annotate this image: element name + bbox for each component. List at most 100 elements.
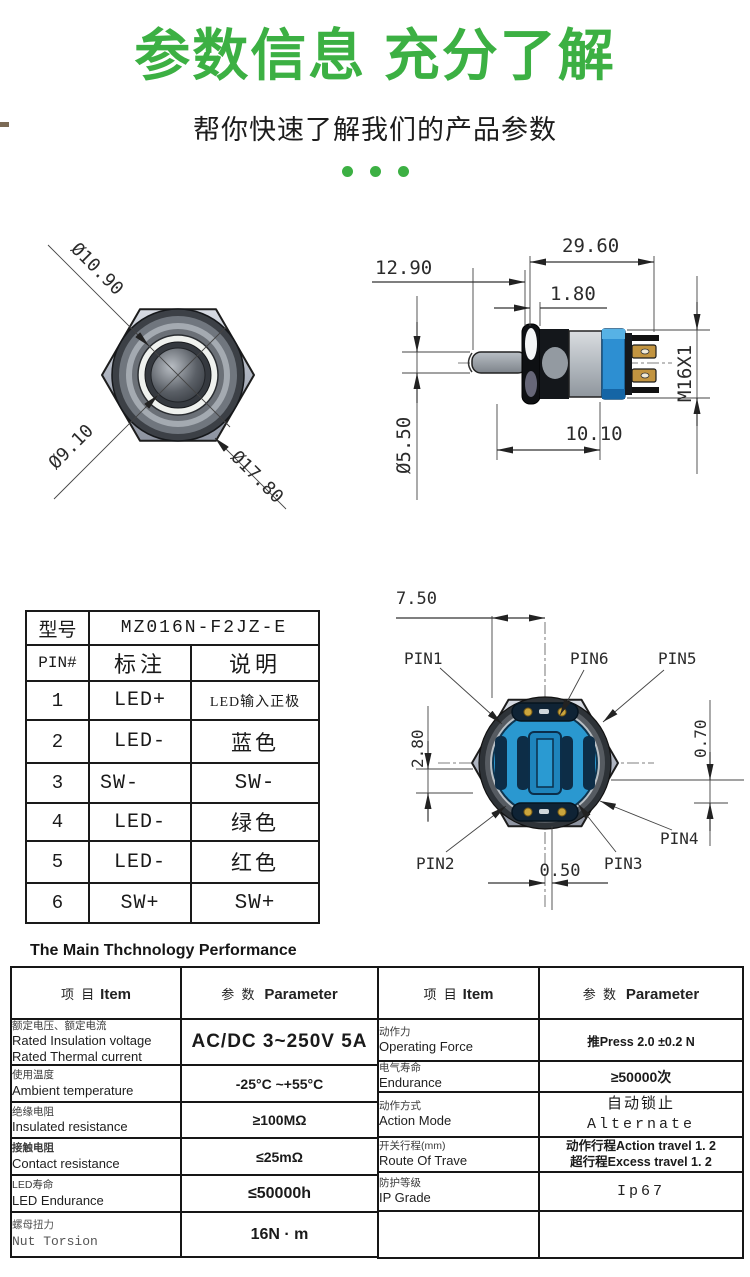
pin-desc: 绿色 [190,802,320,842]
spec-value-empty [538,1209,744,1259]
spec-item: 接触电阻 Contact resistance [10,1137,182,1177]
spec-value: 自动锁止 Alternate [538,1091,744,1138]
pin-mark: LED- [88,840,192,884]
table-row: 型号 MZ016N-F2JZ-E [25,610,320,646]
spec-item-empty [377,1209,540,1259]
table-row: 防护等级 IP Grade Ip67 [377,1170,744,1212]
side-dimension-lines: 12.90 29.60 1.80 Ø5.50 10.10 M16X1 [372,235,710,500]
table-row: PIN# 标注 说明 [25,644,320,682]
spec-table: 项 目 Item 参 数 Parameter 额定电压、额定电流 Rated I… [10,966,744,1259]
pin-callout-label: PIN2 [416,854,455,873]
pin-callout-label: PIN5 [658,649,697,668]
dim-label: 1.80 [550,283,596,305]
spec-value: ≥50000次 [538,1060,744,1093]
pin-callout-label: PIN3 [604,854,643,873]
dot-icon [397,166,409,177]
bottom-dimension-lines: 7.50 2.80 0.70 0.50 [396,589,744,910]
pin-desc: 红色 [190,840,320,884]
spec-item: 电气寿命 Endurance [377,1060,540,1093]
table-row: 6 SW+ SW+ [25,882,320,924]
hex-nut-bottom [471,696,619,830]
spec-item: 动作方式 Action Mode [377,1091,540,1138]
dim-label: Ø10.90 [66,239,127,300]
col-header-desc: 说明 [190,644,320,682]
pin-desc: 蓝色 [190,719,320,764]
switch-body-side [467,323,659,405]
bottom-view-drawing: 7.50 2.80 0.70 0.50 PIN1 PIN6 PIN5 PIN4 … [396,589,744,910]
model-label: 型号 [25,610,90,646]
spec-item: 绝缘电阻 Insulated resistance [10,1101,182,1140]
pin-number: 5 [25,840,90,884]
table-row: 1 LED+ LED输入正极 [25,680,320,721]
header-parameter: 参 数 Parameter [180,966,379,1020]
table-row: 2 LED- 蓝色 [25,719,320,764]
spec-value: 16N · m [180,1211,379,1259]
table-row: 3 SW- SW- [25,762,320,804]
dot-icon [341,166,353,177]
spec-item: 螺母扭力 Nut Torsion [10,1211,182,1259]
table-row: 动作方式 Action Mode 自动锁止 Alternate [377,1091,744,1138]
pin-desc: SW+ [190,882,320,924]
dim-label: 2.80 [408,729,427,768]
table-row: 绝缘电阻 Insulated resistance ≥100MΩ [10,1101,379,1140]
table-row: 使用温度 Ambient temperature -25°C ~+55°C [10,1064,379,1104]
table-row: 5 LED- 红色 [25,840,320,884]
page-subtitle: 帮你快速了解我们的产品参数 [193,115,557,145]
pin-desc: SW- [190,762,320,804]
pin-number: 6 [25,882,90,924]
pin-definition-table: 型号 MZ016N-F2JZ-E PIN# 标注 说明 1 LED+ LED输入… [25,610,320,924]
dim-label: Ø5.50 [393,417,415,474]
spec-value: ≥100MΩ [180,1101,379,1140]
dim-label: M16X1 [674,345,696,402]
table-row: LED寿命 LED Endurance ≤50000h [10,1174,379,1214]
pin-mark: LED+ [88,680,192,721]
decor-dots [0,166,750,177]
col-header-pin: PIN# [25,644,90,682]
spec-table-left: 项 目 Item 参 数 Parameter 额定电压、额定电流 Rated I… [10,966,379,1259]
table-row: 项 目 Item 参 数 Parameter [10,966,379,1020]
spec-value: AC/DC 3~250V 5A [180,1017,379,1067]
spec-item: 防护等级 IP Grade [377,1170,540,1212]
pin-mark: LED- [88,802,192,842]
spec-item: 使用温度 Ambient temperature [10,1064,182,1104]
col-header-mark: 标注 [88,644,192,682]
pin-callout-label: PIN6 [570,649,609,668]
edge-artifact [0,122,9,127]
dim-label: 0.70 [691,719,710,758]
spec-value: Ip67 [538,1170,744,1212]
spec-item: 额定电压、额定电流 Rated Insulation voltage Rated… [10,1017,182,1067]
pin-mark: SW+ [88,882,192,924]
spec-item: 开关行程(mm) Route Of Trave [377,1136,540,1173]
pin-number: 1 [25,680,90,721]
dim-label: 12.90 [375,257,432,279]
table-row: 项 目 Item 参 数 Parameter [377,966,744,1020]
pin-mark: LED- [88,719,192,764]
dim-label: 0.50 [540,861,581,881]
pin-number: 4 [25,802,90,842]
table-row [377,1209,744,1259]
pin-callout-label: PIN1 [404,649,443,668]
spec-value: -25°C ~+55°C [180,1064,379,1104]
dim-label: Ø9.10 [45,420,98,473]
dim-label: 29.60 [562,235,619,257]
front-view-drawing: Ø10.90 Ø9.10 Ø17.80 [45,239,287,510]
header-item: 项 目 Item [377,966,540,1020]
page-title: 参数信息 充分了解 [134,24,616,87]
spec-value: ≤25mΩ [180,1137,379,1177]
spec-value: 动作行程Action travel 1. 2 超行程Excess travel … [538,1136,744,1173]
side-view-drawing: 12.90 29.60 1.80 Ø5.50 10.10 M16X1 [372,235,710,500]
table-row: 接触电阻 Contact resistance ≤25mΩ [10,1137,379,1177]
dim-label: 10.10 [565,423,622,445]
pin-desc: LED输入正极 [190,680,320,721]
table-row: 螺母扭力 Nut Torsion 16N · m [10,1211,379,1259]
spec-item: LED寿命 LED Endurance [10,1174,182,1214]
table-row: 电气寿命 Endurance ≥50000次 [377,1060,744,1093]
dim-label: Ø17.80 [226,447,287,508]
pin-callouts: PIN1 PIN6 PIN5 PIN4 PIN2 PIN3 [404,649,699,873]
header-item: 项 目 Item [10,966,182,1020]
dot-icon [369,166,381,177]
header-parameter: 参 数 Parameter [538,966,744,1020]
table-row: 开关行程(mm) Route Of Trave 动作行程Action trave… [377,1136,744,1173]
table-row: 4 LED- 绿色 [25,802,320,842]
